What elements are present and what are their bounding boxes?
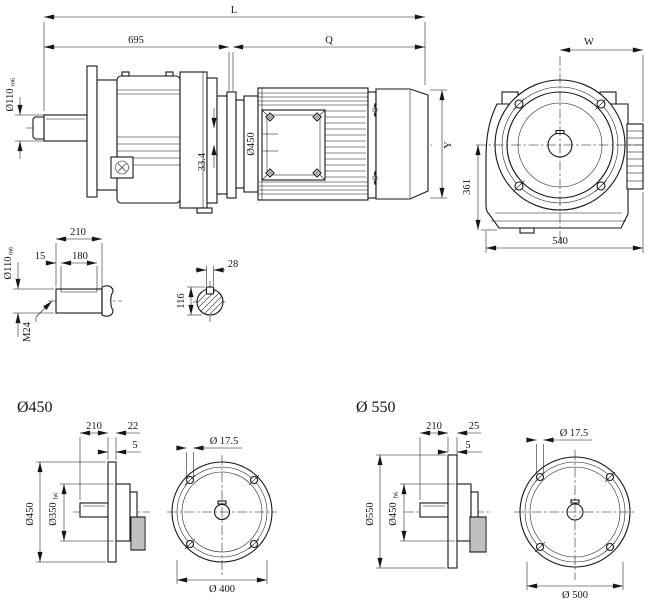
dim-label-17-5: Ø 17.5 <box>210 436 239 447</box>
shaft-body <box>55 288 103 314</box>
terminal-box <box>261 109 326 181</box>
dim-label-shaft-dia-tol: m6 <box>10 77 17 86</box>
dim-540: 540 <box>485 192 644 253</box>
flange-550-view: Ø 550 Ø550 Ø450 h6 <box>356 399 636 601</box>
flange-550-side <box>419 454 487 569</box>
dim-flange450-lengths: 210 22 5 <box>79 421 141 500</box>
dim-label-350-tol: h6 <box>53 492 60 499</box>
dim-label-15: 15 <box>35 251 46 262</box>
motor-body <box>257 87 429 201</box>
flange-550-title: Ø 550 <box>356 399 396 416</box>
flange-450-title: Ø450 <box>17 399 53 416</box>
dim-361: 361 <box>462 145 497 231</box>
dim-label-28: 28 <box>228 259 239 270</box>
screw-icon <box>265 112 275 122</box>
dim-label-5: 5 <box>132 440 137 451</box>
key-section-view: 28 116 <box>176 259 238 322</box>
dim-label-500: Ø 500 <box>562 590 588 601</box>
dim-label-210: 210 <box>86 421 102 432</box>
dim-flange450-outer: Ø450 <box>25 461 106 563</box>
end-view: W 361 540 <box>462 37 644 253</box>
dim-label-400: Ø 400 <box>209 584 235 595</box>
terminal-box-end <box>626 123 644 190</box>
dim-label-W: W <box>584 37 594 48</box>
dim-label-dia110: Ø110 <box>3 257 14 280</box>
dim-width-W: W <box>560 37 644 122</box>
thread-label-M24: M24 <box>22 321 33 342</box>
dim-gear-length: 695 <box>44 35 234 91</box>
dim-motor-height: Y <box>430 89 454 199</box>
flange-450-side <box>79 461 146 563</box>
lifting-point-icon <box>372 171 378 185</box>
dim-label-350: Ø350 <box>48 502 59 525</box>
dim-shaft-dia-detail: Ø110 m6 <box>3 246 54 337</box>
flange-550-front: Ø 17.5 Ø 500 <box>514 428 636 601</box>
dim-section-height: 116 <box>176 286 205 316</box>
dim-flange450-spigot: Ø350 h6 <box>48 483 114 542</box>
bolt-hole <box>534 471 616 553</box>
gear-housing <box>86 65 218 214</box>
dim-label-5: 5 <box>465 440 470 451</box>
flange-450-front: Ø 17.5 Ø 400 <box>167 436 277 595</box>
bolt-hole <box>513 98 607 192</box>
fan-cover <box>367 88 429 200</box>
bolt-hole <box>184 474 260 550</box>
dim-flange550-lengths: 210 25 5 <box>419 421 482 500</box>
dim-bolt-circle: Ø 400 <box>176 560 268 595</box>
dim-total-length: L <box>43 5 426 111</box>
foot-tab <box>519 227 535 234</box>
dim-label-361: 361 <box>462 179 473 195</box>
dim-label-L: L <box>231 5 237 16</box>
break-line <box>101 285 114 317</box>
dim-axis-offset: 33.4 <box>197 108 217 171</box>
output-flange-plate <box>86 65 98 198</box>
dim-label-Q: Q <box>325 35 333 46</box>
lifting-point-icon <box>372 103 378 117</box>
dim-shaft-lengths: 210 15 180 <box>35 227 103 290</box>
dim-label-22: 22 <box>128 421 139 432</box>
dim-label-695: 695 <box>128 35 144 46</box>
dim-motor-length: Q <box>233 35 425 50</box>
dim-label-adapter-dia: Ø450 <box>246 132 257 155</box>
main-side-view: L 695 Q Ø110 m6 33.4 Ø450 <box>5 5 454 214</box>
dim-hole-dia: Ø 17.5 <box>176 436 242 477</box>
dim-shaft-diameter: Ø110 m6 <box>5 77 46 159</box>
oil-plug <box>110 156 134 179</box>
dim-flange550-outer: Ø550 <box>365 454 446 569</box>
dim-label-450-tol: h6 <box>393 491 400 498</box>
dim-label-Y: Y <box>443 141 454 149</box>
screw-icon <box>265 168 275 178</box>
dim-label-116: 116 <box>176 293 187 308</box>
shaft-detail-view: M24 Ø110 m6 210 15 180 <box>3 227 122 342</box>
output-shaft <box>32 114 88 142</box>
dim-label-450h6: Ø450 <box>388 502 399 525</box>
dim-label-17-5: Ø 17.5 <box>560 428 589 439</box>
dim-label-210: 210 <box>426 421 442 432</box>
keyway <box>205 286 215 295</box>
dim-key-width: 28 <box>195 259 238 286</box>
dim-label-33-4: 33.4 <box>197 152 208 171</box>
dim-flange550-spigot: Ø450 h6 <box>388 483 455 542</box>
screw-icon <box>312 112 322 122</box>
dim-label-25: 25 <box>469 421 480 432</box>
thread-callout: M24 <box>22 300 53 342</box>
dim-label-550: Ø550 <box>365 502 376 525</box>
dim-bolt-circle: Ø 500 <box>526 562 624 601</box>
flange-450-view: Ø450 Ø450 Ø350 h6 <box>17 399 277 595</box>
dim-label-180: 180 <box>72 251 88 262</box>
motor-adapter <box>216 91 259 199</box>
dim-label-540: 540 <box>552 236 568 247</box>
dim-label-450: Ø450 <box>25 502 36 525</box>
dim-label-shaft-dia: Ø110 <box>5 89 16 112</box>
screw-icon <box>312 168 322 178</box>
dim-label-dia110-tol: m6 <box>8 246 15 255</box>
dim-label-210: 210 <box>70 227 86 238</box>
dim-hole-dia: Ø 17.5 <box>526 428 592 474</box>
